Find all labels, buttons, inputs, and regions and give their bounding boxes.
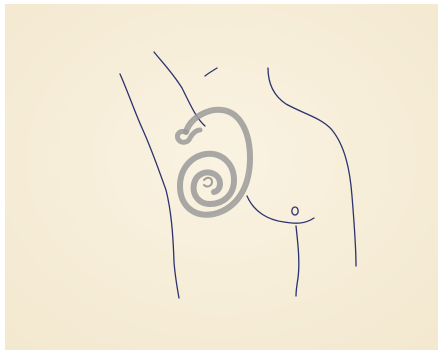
sketch-drawing bbox=[5, 4, 438, 350]
paper-background bbox=[5, 4, 438, 350]
sketch-paper bbox=[5, 4, 438, 350]
